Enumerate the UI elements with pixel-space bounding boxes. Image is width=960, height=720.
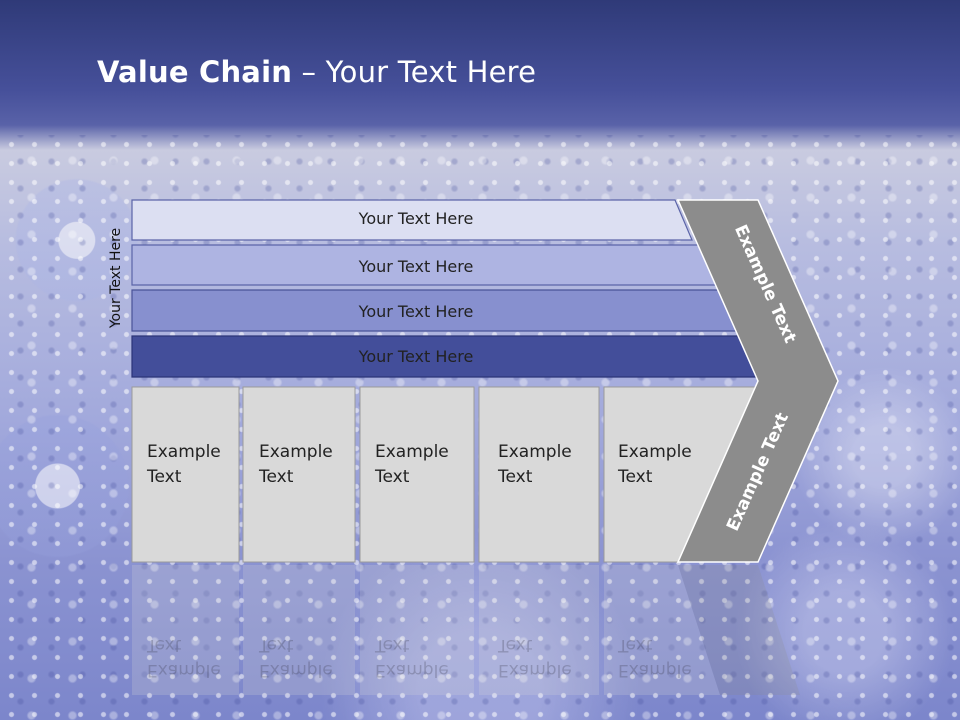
- box-2[interactable]: [242, 386, 356, 563]
- box-1[interactable]: [131, 386, 240, 563]
- box-5-line1: Example: [618, 442, 692, 462]
- box-4-text-reflection: Example Text: [498, 632, 572, 682]
- box-3-line1-reflection: Example: [375, 660, 449, 680]
- box-5-text: Example Text: [618, 440, 692, 490]
- box-5-reflection: [604, 565, 745, 695]
- bar-3-label: Your Text Here: [358, 302, 474, 321]
- chevron-reflection: [678, 565, 800, 695]
- box-3-reflection: [360, 565, 474, 695]
- box-4-line1-reflection: Example: [498, 660, 572, 680]
- box-2-text: Example Text: [259, 440, 333, 490]
- bar-4-label: Your Text Here: [358, 347, 474, 366]
- box-1-line2: Text: [147, 467, 182, 487]
- box-2-text-reflection: Example Text: [259, 632, 333, 682]
- box-1-line1-reflection: Example: [147, 660, 221, 680]
- chevron-arrow[interactable]: [676, 199, 839, 563]
- box-4[interactable]: [478, 386, 600, 563]
- bar-1-label: Your Text Here: [358, 209, 474, 228]
- box-2-line1: Example: [259, 442, 333, 462]
- box-2-line2: Text: [259, 467, 294, 487]
- box-3-line2: Text: [375, 467, 410, 487]
- box-3-text-reflection: Example Text: [375, 632, 449, 682]
- box-5-text-reflection: Example Text: [618, 632, 692, 682]
- box-1-text: Example Text: [147, 440, 221, 490]
- box-4-reflection: [479, 565, 599, 695]
- box-2-reflection: [243, 565, 355, 695]
- box-1-text-reflection: Example Text: [147, 632, 221, 682]
- box-1-line2-reflection: Text: [147, 635, 182, 655]
- box-1-reflection: [132, 565, 239, 695]
- box-4-text: Example Text: [498, 440, 572, 490]
- box-5-line2: Text: [618, 467, 653, 487]
- slide-title-bold: Value Chain: [97, 55, 293, 89]
- bar-1[interactable]: [131, 199, 693, 241]
- box-4-line1: Example: [498, 442, 572, 462]
- box-4-line2: Text: [498, 467, 533, 487]
- slide-title-rest: – Your Text Here: [292, 55, 537, 89]
- box-2-line2-reflection: Text: [259, 635, 294, 655]
- box-5-line2-reflection: Text: [618, 635, 653, 655]
- slide-title[interactable]: Value Chain – Your Text Here: [97, 55, 536, 89]
- reflection: [132, 565, 800, 695]
- box-3-text: Example Text: [375, 440, 449, 490]
- box-5-line1-reflection: Example: [618, 660, 692, 680]
- box-2-line1-reflection: Example: [259, 660, 333, 680]
- bar-2-label: Your Text Here: [358, 257, 474, 276]
- box-4-line2-reflection: Text: [498, 635, 533, 655]
- box-1-line1: Example: [147, 442, 221, 462]
- box-3-line2-reflection: Text: [375, 635, 410, 655]
- box-3[interactable]: [359, 386, 475, 563]
- box-3-line1: Example: [375, 442, 449, 462]
